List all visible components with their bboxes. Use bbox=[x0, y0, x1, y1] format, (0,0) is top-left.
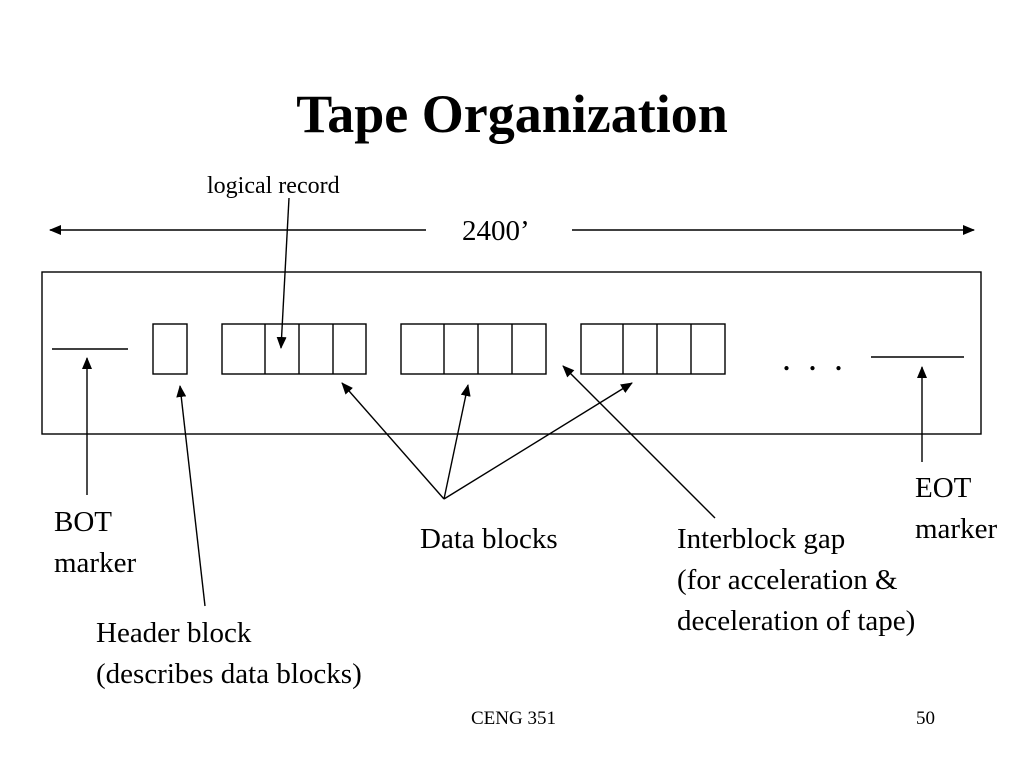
eot-marker-label-line-2: marker bbox=[915, 513, 998, 545]
slide-title: Tape Organization bbox=[296, 84, 728, 144]
header-block-label-line-2: (describes data blocks) bbox=[96, 658, 362, 690]
data-block-2 bbox=[400, 323, 547, 375]
bot-marker-label: BOT marker bbox=[54, 502, 136, 584]
logical-record-arrow bbox=[276, 197, 290, 349]
bot-marker-label-line-2: marker bbox=[54, 547, 137, 579]
header-block-label: Header block (describes data blocks) bbox=[96, 613, 362, 695]
data-blocks-label: Data blocks bbox=[420, 523, 558, 555]
interblock-gap-label: Interblock gap (for acceleration & decel… bbox=[677, 519, 915, 642]
tape-outline bbox=[41, 271, 982, 435]
footer-page-number: 50 bbox=[916, 708, 935, 729]
header-block-arrow bbox=[176, 385, 206, 607]
eot-marker-label: EOT marker bbox=[915, 468, 997, 550]
bot-marker-label-line-1: BOT bbox=[54, 506, 112, 538]
eot-marker-label-line-1: EOT bbox=[915, 472, 972, 504]
data-block-1 bbox=[221, 323, 367, 375]
interblock-gap-label-line-3: deceleration of tape) bbox=[677, 605, 916, 637]
interblock-gap-arrow bbox=[562, 365, 716, 519]
ellipsis: . . . bbox=[782, 338, 847, 378]
data-blocks-arrow-2 bbox=[443, 384, 471, 500]
interblock-gap-label-line-1: Interblock gap bbox=[677, 523, 846, 555]
data-blocks-arrow-3 bbox=[443, 382, 633, 500]
footer-course: CENG 351 bbox=[471, 708, 556, 729]
interblock-gap-label-line-2: (for acceleration & bbox=[677, 564, 898, 596]
data-block-3 bbox=[580, 323, 726, 375]
header-block bbox=[152, 323, 188, 375]
logical-record-label: logical record bbox=[207, 173, 340, 199]
data-blocks-arrow-1 bbox=[341, 382, 445, 500]
tape-length-label: 2400’ bbox=[462, 215, 530, 247]
header-block-label-line-1: Header block bbox=[96, 617, 252, 649]
